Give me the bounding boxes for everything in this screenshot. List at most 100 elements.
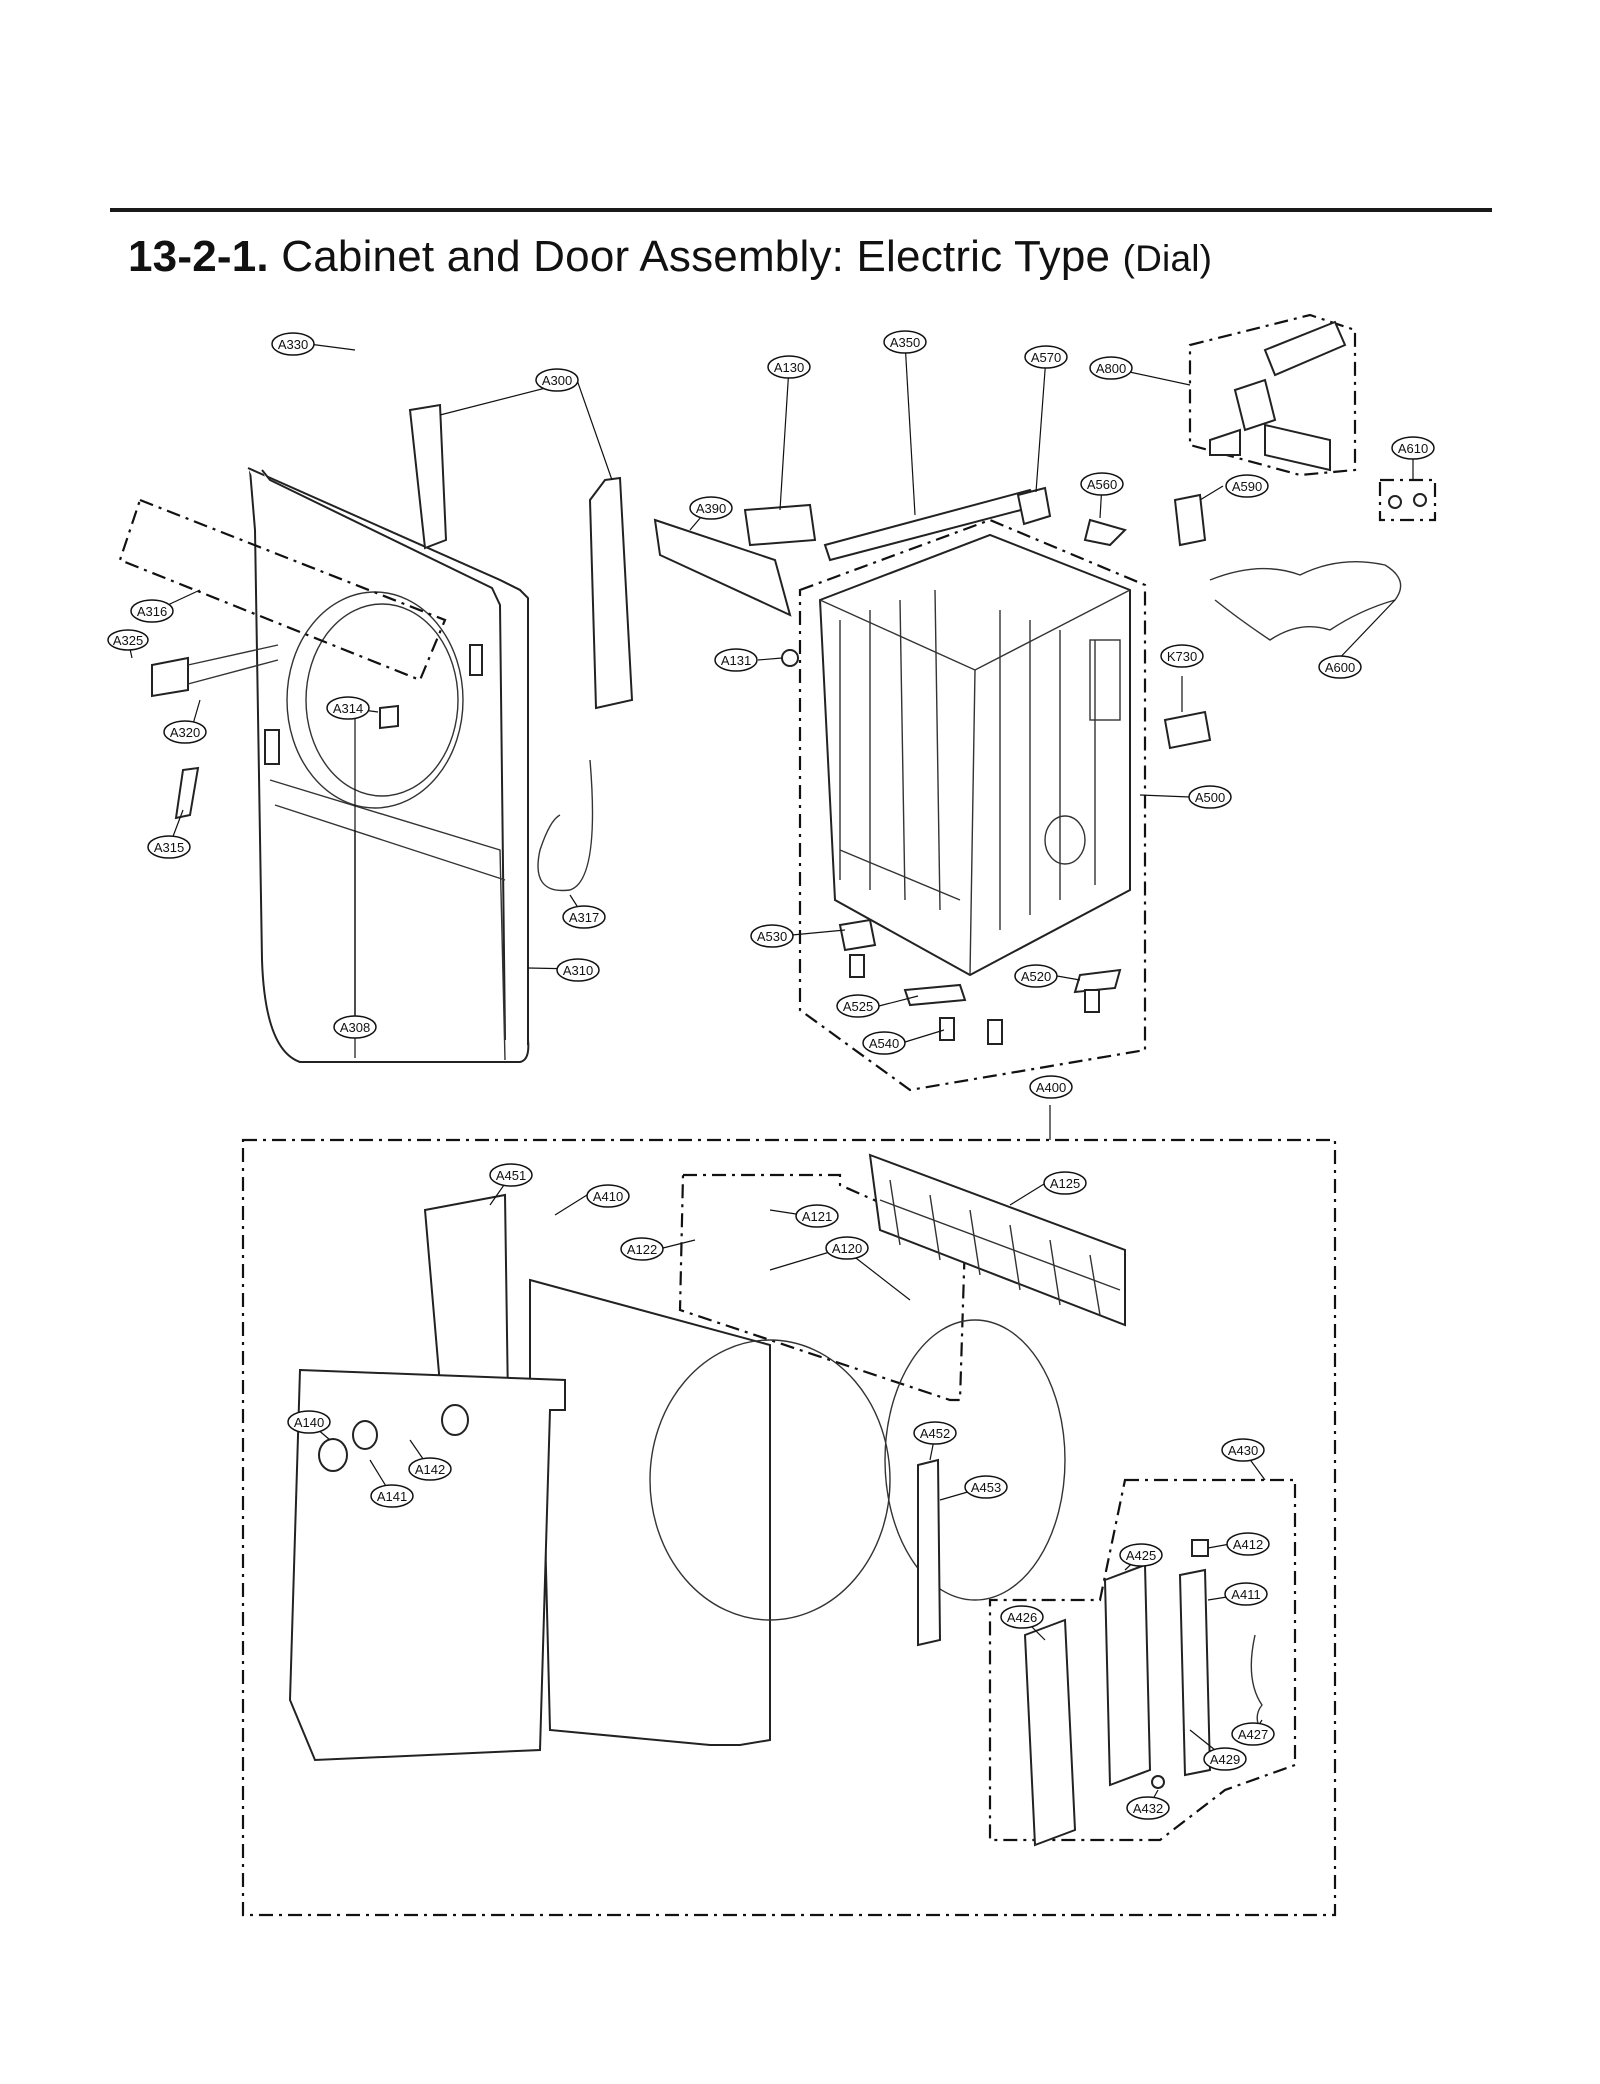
part-labels: A300 A330 A316 A325 A320 A314 A315 A317 …	[107, 330, 1435, 1820]
part-label-a410: A410	[586, 1184, 630, 1208]
header-rule	[110, 208, 1492, 212]
part-label-a590: A590	[1225, 474, 1269, 498]
part-label-a427: A427	[1231, 1722, 1275, 1746]
svg-text:A500: A500	[1195, 790, 1225, 805]
a800-group-outline	[1188, 313, 1357, 477]
part-label-a310: A310	[556, 958, 600, 982]
title-text: Cabinet and Door Assembly: Electric Type	[281, 232, 1111, 281]
svg-text:A125: A125	[1050, 1176, 1080, 1191]
a316-group-outline	[118, 498, 447, 682]
part-label-a316: A316	[130, 599, 174, 623]
svg-text:A308: A308	[340, 1020, 370, 1035]
svg-text:A330: A330	[278, 337, 308, 352]
part-label-a315: A315	[147, 835, 191, 859]
k730-valve	[1163, 710, 1212, 750]
svg-text:A452: A452	[920, 1426, 950, 1441]
svg-text:A121: A121	[802, 1209, 832, 1224]
a610-part	[1388, 493, 1427, 509]
part-label-a131: A131	[714, 648, 758, 672]
part-label-a325: A325	[107, 629, 149, 651]
part-label-a610: A610	[1391, 436, 1435, 460]
part-label-a330: A330	[271, 332, 315, 356]
part-label-a390: A390	[689, 496, 733, 520]
part-label-a140: A140	[287, 1410, 331, 1434]
svg-text:A520: A520	[1021, 969, 1051, 984]
svg-text:A453: A453	[971, 1480, 1001, 1495]
svg-text:A141: A141	[377, 1489, 407, 1504]
part-label-a308: A308	[333, 1015, 377, 1039]
a412-part	[1191, 1539, 1209, 1557]
svg-text:A316: A316	[137, 604, 167, 619]
svg-text:A590: A590	[1232, 479, 1262, 494]
part-label-a429: A429	[1203, 1747, 1247, 1771]
svg-text:A130: A130	[774, 360, 804, 375]
svg-text:A315: A315	[154, 840, 184, 855]
svg-text:A600: A600	[1325, 660, 1355, 675]
a590-bracket	[1173, 493, 1207, 547]
a130-part	[743, 503, 817, 547]
a610-group-outline	[1378, 478, 1437, 522]
svg-text:A427: A427	[1238, 1727, 1268, 1742]
svg-text:A317: A317	[569, 910, 599, 925]
part-label-a451: A451	[489, 1163, 533, 1187]
a320-latch	[151, 644, 279, 698]
a120-group-outline	[678, 1173, 967, 1402]
svg-text:A432: A432	[1133, 1801, 1163, 1816]
part-label-a600: A600	[1318, 655, 1362, 679]
svg-text:A140: A140	[294, 1415, 324, 1430]
part-label-a122: A122	[620, 1237, 664, 1261]
part-label-a120: A120	[825, 1236, 869, 1260]
part-label-a430: A430	[1221, 1438, 1265, 1462]
part-label-a560: A560	[1080, 472, 1124, 496]
a560-part	[1083, 518, 1127, 547]
svg-text:A320: A320	[170, 725, 200, 740]
part-label-a400: A400	[1029, 1075, 1073, 1099]
part-label-a525: A525	[836, 994, 880, 1018]
svg-text:A120: A120	[832, 1241, 862, 1256]
svg-text:A122: A122	[627, 1242, 657, 1257]
a800-duct	[1209, 320, 1347, 472]
svg-text:A300: A300	[542, 373, 572, 388]
title-variant: (Dial)	[1122, 238, 1213, 279]
part-label-a300: A300	[535, 368, 579, 392]
svg-text:A451: A451	[496, 1168, 526, 1183]
part-label-a125: A125	[1043, 1171, 1087, 1195]
svg-text:A131: A131	[721, 653, 751, 668]
part-label-a314: A314	[326, 696, 370, 720]
svg-text:K730: K730	[1167, 649, 1197, 664]
section-number: 13-2-1.	[128, 232, 269, 281]
part-label-a453: A453	[964, 1475, 1008, 1499]
leader-lines	[127, 341, 1414, 1809]
part-label-a570: A570	[1024, 345, 1068, 369]
part-label-a317: A317	[562, 905, 606, 929]
svg-text:A540: A540	[869, 1036, 899, 1051]
a425-bracket	[1103, 1563, 1152, 1787]
part-label-a350: A350	[883, 330, 927, 354]
part-label-k730: K730	[1160, 644, 1204, 668]
svg-text:A426: A426	[1007, 1610, 1037, 1625]
part-label-a142: A142	[408, 1457, 452, 1481]
a300-bracket	[408, 403, 634, 710]
svg-text:A530: A530	[757, 929, 787, 944]
svg-text:A350: A350	[890, 335, 920, 350]
part-label-a452: A452	[913, 1421, 957, 1445]
a315-part	[174, 766, 200, 820]
svg-text:A570: A570	[1031, 350, 1061, 365]
svg-text:A425: A425	[1126, 1548, 1156, 1563]
svg-text:A142: A142	[415, 1462, 445, 1477]
a400-bottom-group-outline	[241, 1138, 1337, 1917]
svg-text:A325: A325	[113, 633, 143, 648]
svg-text:A412: A412	[1233, 1537, 1263, 1552]
part-label-a500: A500	[1188, 785, 1232, 809]
part-label-a520: A520	[1014, 964, 1058, 988]
svg-text:A314: A314	[333, 701, 363, 716]
a131-part	[781, 649, 799, 667]
part-label-a141: A141	[370, 1484, 414, 1508]
part-label-a121: A121	[795, 1204, 839, 1228]
a411-bracket	[1178, 1568, 1212, 1777]
part-label-a130: A130	[767, 355, 811, 379]
svg-text:A525: A525	[843, 999, 873, 1014]
part-label-a800: A800	[1089, 356, 1133, 380]
part-label-a320: A320	[163, 720, 207, 744]
